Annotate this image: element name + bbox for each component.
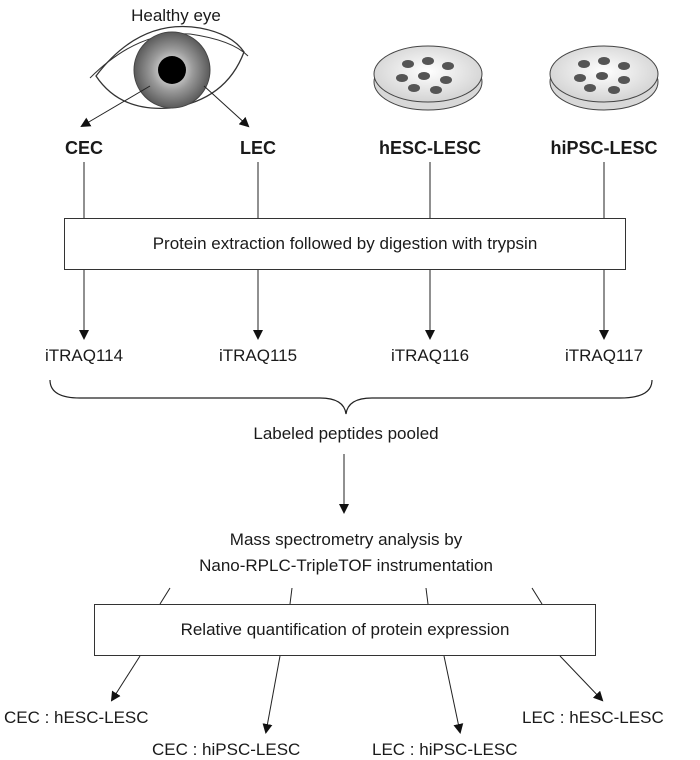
eye-icon bbox=[89, 25, 249, 110]
sample-hipsc-lesc: hiPSC-LESC bbox=[550, 138, 658, 158]
sample-lec: LEC bbox=[240, 138, 276, 158]
eye-to-lec-arrow bbox=[203, 85, 250, 128]
connector-line bbox=[425, 587, 429, 605]
comparison-arrow bbox=[443, 655, 464, 734]
healthy-eye-label: Healthy eye bbox=[131, 6, 221, 25]
pooled-step-text: Labeled peptides pooled bbox=[253, 424, 439, 443]
ms-step-line1: Mass spectrometry analysis by bbox=[229, 530, 463, 549]
comparison-label: CEC : hESC-LESC bbox=[4, 708, 149, 727]
ms-step-line2: Nano-RPLC-TripleTOF instrumentation bbox=[199, 556, 493, 575]
comparison-arrow bbox=[262, 655, 281, 734]
pool-brace bbox=[49, 379, 653, 415]
itraq-116-label: iTRAQ116 bbox=[390, 346, 470, 365]
comparison-arrow bbox=[110, 655, 141, 702]
comparison-label: LEC : hESC-LESC bbox=[522, 708, 664, 727]
comparison-label: LEC : hiPSC-LESC bbox=[372, 740, 518, 759]
sample-hesc-lesc: hESC-LESC bbox=[378, 138, 482, 158]
extraction-step-text: Protein extraction followed by digestion… bbox=[152, 234, 538, 253]
sample-cec: CEC bbox=[64, 138, 104, 158]
extraction-step-box: Protein extraction followed by digestion… bbox=[64, 218, 626, 270]
comparison-label: CEC : hiPSC-LESC bbox=[152, 740, 301, 759]
comparison-arrow bbox=[559, 655, 604, 702]
itraq-115-label: iTRAQ115 bbox=[218, 346, 298, 365]
eye-to-cec-arrow bbox=[80, 85, 151, 128]
itraq-114-label: iTRAQ114 bbox=[44, 346, 124, 365]
connector-line bbox=[159, 587, 171, 605]
culture-dish-icon bbox=[549, 45, 659, 111]
itraq-117-label: iTRAQ117 bbox=[564, 346, 644, 365]
connector-line bbox=[289, 587, 293, 605]
quantification-step-box: Relative quantification of protein expre… bbox=[94, 604, 596, 656]
culture-dish-icon bbox=[373, 45, 483, 111]
connector-line bbox=[531, 587, 543, 605]
quantification-step-text: Relative quantification of protein expre… bbox=[180, 620, 510, 639]
